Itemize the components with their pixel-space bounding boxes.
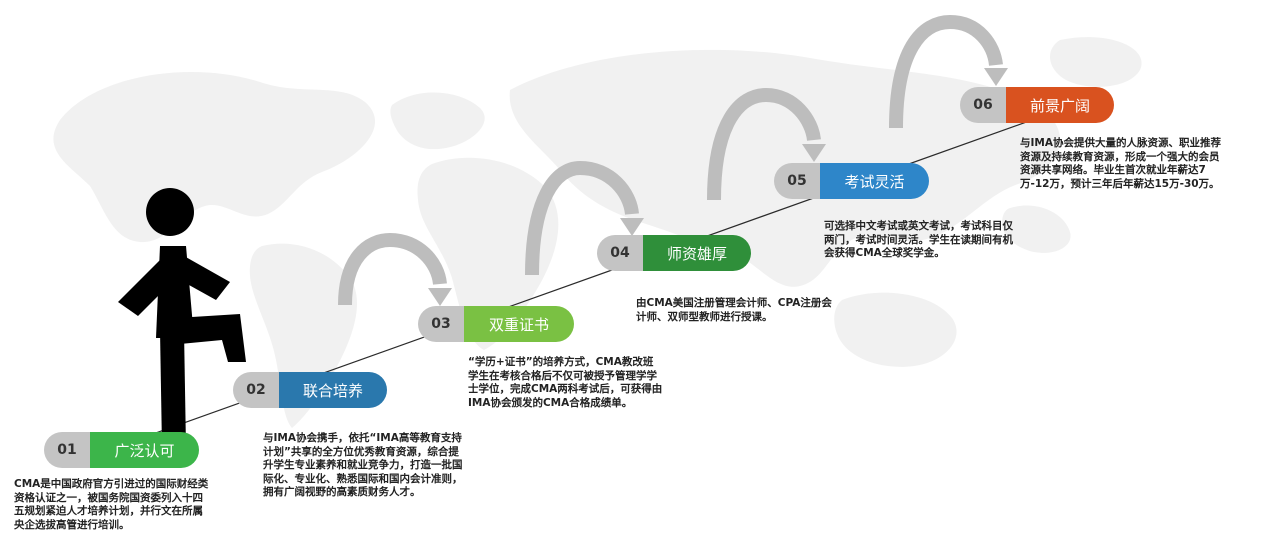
description-line: 央企选拔高管进行培训。 (14, 518, 130, 531)
step-01-pill: 01 广泛认可 (44, 432, 199, 468)
description-line: 学生在考核合格后不仅可被授予管理学学 (468, 369, 657, 382)
description-line: 升学生专业素养和就业竞争力，打造一批国 (263, 459, 463, 472)
curved-arrow-1 (338, 232, 447, 306)
description-line: 两门，考试时间灵活。学生在读期间有机 (824, 233, 1013, 246)
step-04-description: 由CMA美国注册管理会计师、CPA注册会 计师、双师型教师进行授课。 (636, 297, 832, 324)
step-number: 05 (774, 163, 820, 199)
step-number: 04 (597, 235, 643, 271)
description-line: 计师、双师型教师进行授课。 (636, 310, 773, 323)
step-label: 双重证书 (464, 306, 574, 342)
step-05-description: 可选择中文考试或英文考试，考试科目仅 两门，考试时间灵活。学生在读期间有机 会获… (824, 220, 1013, 261)
description-line: 可选择中文考试或英文考试，考试科目仅 (824, 220, 1013, 232)
description-line: 由CMA美国注册管理会计师、CPA注册会 (636, 297, 832, 309)
description-line: 际化、专业化、熟悉国际和国内会计准则， (263, 472, 463, 485)
stepping-person-figure (118, 188, 246, 448)
step-label: 前景广阔 (1006, 87, 1114, 123)
arrow-head-1 (428, 288, 452, 306)
step-number: 02 (233, 372, 279, 408)
step-06-description: 与IMA协会提供大量的人脉资源、职业推荐 资源及持续教育资源，形成一个强大的会员… (1020, 137, 1221, 191)
step-label: 师资雄厚 (643, 235, 751, 271)
step-number: 03 (418, 306, 464, 342)
description-line: 拥有广阔视野的高素质财务人才。 (263, 486, 421, 499)
description-line: 计划”共享的全方位优秀教育资源，综合提 (263, 445, 459, 458)
description-line: “学历+证书”的培养方式，CMA教改班 (468, 356, 654, 368)
step-02-pill: 02 联合培养 (233, 372, 387, 408)
curved-arrows (338, 14, 1003, 306)
step-06-pill: 06 前景广阔 (960, 87, 1114, 123)
step-05-pill: 05 考试灵活 (774, 163, 929, 199)
description-line: CMA是中国政府官方引进过的国际财经类 (14, 478, 209, 490)
arrow-heads (428, 68, 1008, 306)
step-01-description: CMA是中国政府官方引进过的国际财经类 资格认证之一，被国务院国资委列入十四 五… (14, 478, 208, 532)
step-04-pill: 04 师资雄厚 (597, 235, 751, 271)
description-line: 万-12万，预计三年后年薪达15万-30万。 (1020, 177, 1220, 190)
description-line: 与IMA协会提供大量的人脉资源、职业推荐 (1020, 137, 1221, 149)
step-number: 01 (44, 432, 90, 468)
description-line: 会获得CMA全球奖学金。 (824, 247, 945, 260)
step-03-pill: 03 双重证书 (418, 306, 574, 342)
arrow-head-4 (984, 68, 1008, 86)
description-line: 资源及持续教育资源，形成一个强大的会员 (1020, 150, 1220, 163)
curved-arrow-3 (707, 87, 821, 201)
description-line: IMA协会颁发的CMA合格成绩单。 (468, 396, 633, 409)
description-line: 资源共享网络。毕业生首次就业年薪达7 (1020, 164, 1206, 177)
description-line: 与IMA协会携手，依托“IMA高等教育支持 (263, 432, 462, 444)
arrow-head-3 (802, 144, 826, 162)
description-line: 士学位，完成CMA两科考试后，可获得由 (468, 383, 663, 396)
description-line: 五规划紧迫人才培养计划，并行文在所属 (14, 505, 203, 518)
curved-arrow-4 (889, 14, 1003, 129)
arrow-head-2 (620, 218, 644, 236)
step-label: 广泛认可 (90, 432, 199, 468)
step-number: 06 (960, 87, 1006, 123)
step-label: 联合培养 (279, 372, 387, 408)
curved-arrow-2 (525, 160, 639, 276)
description-line: 资格认证之一，被国务院国资委列入十四 (14, 491, 203, 504)
step-label: 考试灵活 (820, 163, 929, 199)
step-02-description: 与IMA协会携手，依托“IMA高等教育支持 计划”共享的全方位优秀教育资源，综合… (263, 432, 463, 500)
step-03-description: “学历+证书”的培养方式，CMA教改班 学生在考核合格后不仅可被授予管理学学 士… (468, 356, 662, 410)
